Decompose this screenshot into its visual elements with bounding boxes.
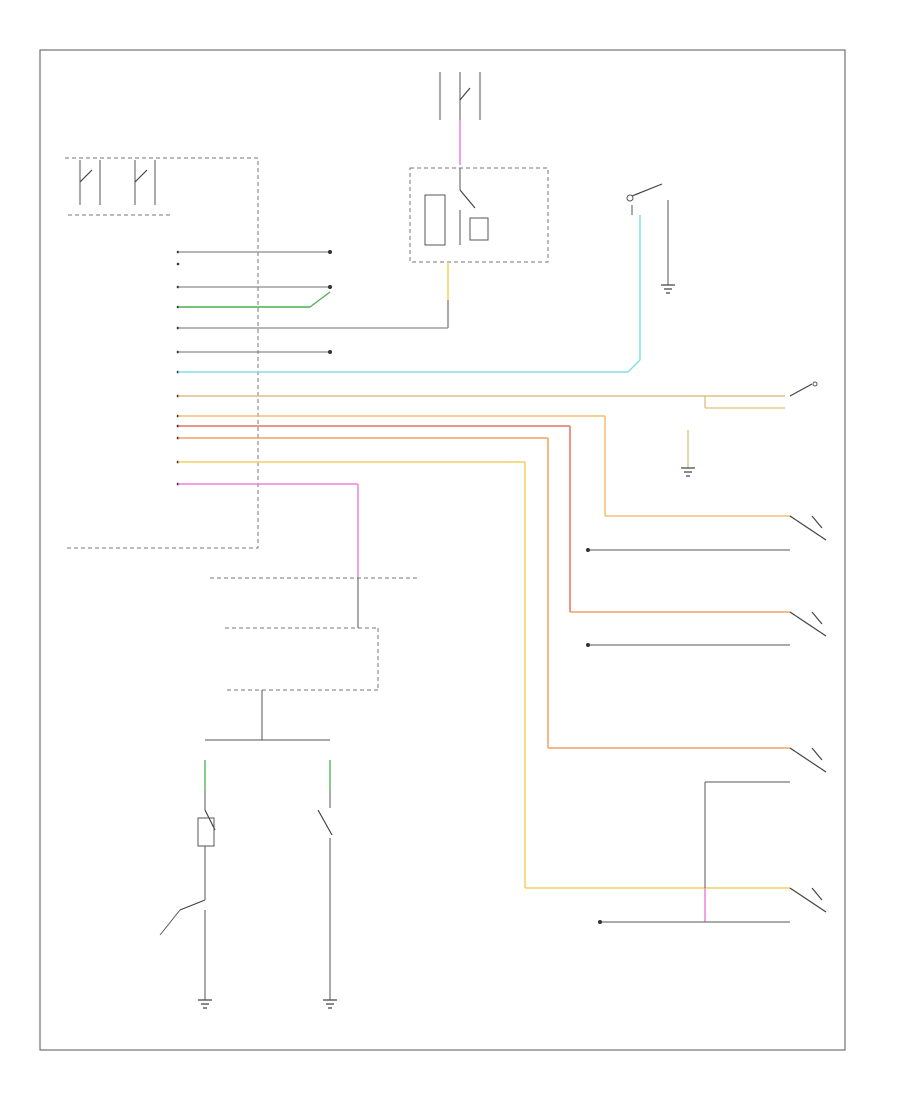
ignition-switch (626, 183, 675, 294)
module-wires (178, 215, 790, 889)
lower-junction (204, 577, 420, 790)
lower-switch-left (159, 790, 216, 1009)
right-switch-4 (704, 747, 827, 888)
relay-box (409, 167, 549, 263)
ground-right-upper (681, 467, 695, 477)
lower-switch-right (317, 790, 337, 1009)
control-module (65, 157, 259, 549)
diagram-frame (39, 49, 846, 1051)
right-switch-2 (586, 515, 827, 552)
right-switch-5 (598, 887, 827, 924)
module-pins (176, 250, 180, 486)
fuse-block-left (68, 160, 170, 216)
top-fuse (439, 72, 481, 120)
right-switch-3 (586, 611, 827, 647)
right-switch-1 (789, 381, 818, 397)
